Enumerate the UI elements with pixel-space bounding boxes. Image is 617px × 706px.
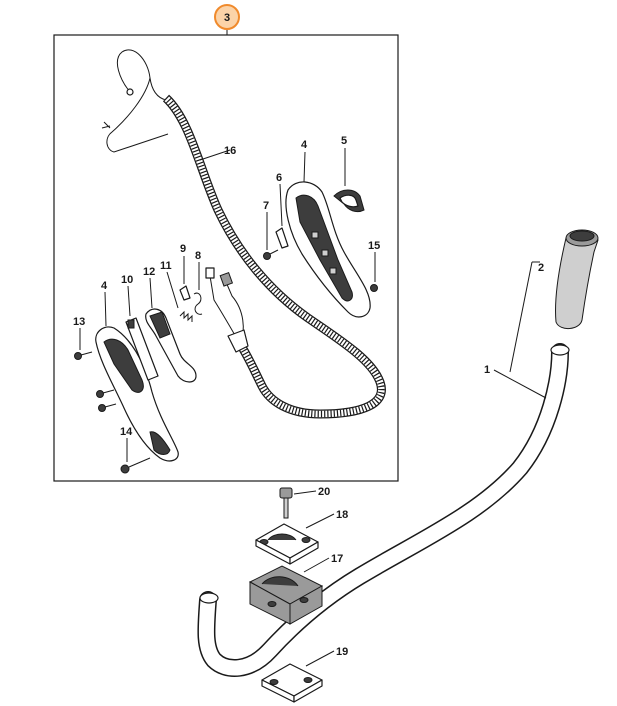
part-15-screw — [370, 284, 378, 292]
callout-17[interactable]: 17 — [331, 553, 343, 565]
callout-4a[interactable]: 4 — [301, 139, 308, 151]
assembly-badge-circle — [214, 4, 240, 30]
part-4-housing-right — [285, 181, 371, 318]
callout-13[interactable]: 13 — [73, 316, 85, 328]
callout-6[interactable]: 6 — [276, 172, 282, 184]
part-13-screw — [74, 351, 93, 360]
callout-4b[interactable]: 4 — [101, 280, 108, 292]
part-20-bolt — [279, 487, 293, 519]
callout-16[interactable]: 16 — [224, 145, 236, 157]
callout-5[interactable]: 5 — [341, 135, 347, 147]
callout-14[interactable]: 14 — [120, 426, 133, 438]
callout-19[interactable]: 19 — [336, 646, 348, 658]
part-11-spring — [179, 310, 193, 322]
part-5-clip — [333, 189, 365, 213]
part-screws-left — [96, 389, 117, 412]
callout-9[interactable]: 9 — [180, 243, 186, 255]
leader-lines — [79, 148, 547, 667]
callout-labels: 1 2 4 4 5 6 7 8 9 10 11 12 13 14 15 16 1… — [73, 135, 544, 658]
part-4-housing-left — [95, 326, 179, 462]
part-16-cable-harness — [101, 49, 386, 419]
assembly-frame — [53, 34, 399, 482]
part-2-grip — [555, 229, 599, 329]
part-6-pin — [275, 227, 289, 249]
callout-12[interactable]: 12 — [143, 266, 155, 278]
part-17-clamp-block — [248, 565, 324, 625]
callout-7[interactable]: 7 — [263, 200, 269, 212]
callout-15[interactable]: 15 — [368, 240, 380, 252]
callout-8[interactable]: 8 — [195, 250, 201, 262]
callout-18[interactable]: 18 — [336, 509, 348, 521]
assembly-badge-label: 3 — [224, 12, 230, 24]
callout-20[interactable]: 20 — [318, 486, 330, 498]
part-1-handlebar — [197, 343, 570, 677]
part-8-spring — [193, 292, 203, 315]
part-10-trigger — [125, 317, 159, 381]
callout-1[interactable]: 1 — [484, 364, 490, 376]
part-18-clamp-plate — [255, 523, 319, 565]
part-19-bottom-plate — [261, 663, 323, 703]
callout-2[interactable]: 2 — [538, 262, 544, 274]
callout-11[interactable]: 11 — [160, 260, 172, 272]
callout-10[interactable]: 10 — [121, 274, 133, 286]
part-7-screw — [263, 249, 279, 260]
part-14-screw — [120, 457, 151, 474]
part-9-pin — [179, 285, 191, 301]
part-12-lever — [145, 308, 197, 383]
assembly-badge[interactable]: 3 — [214, 4, 240, 35]
